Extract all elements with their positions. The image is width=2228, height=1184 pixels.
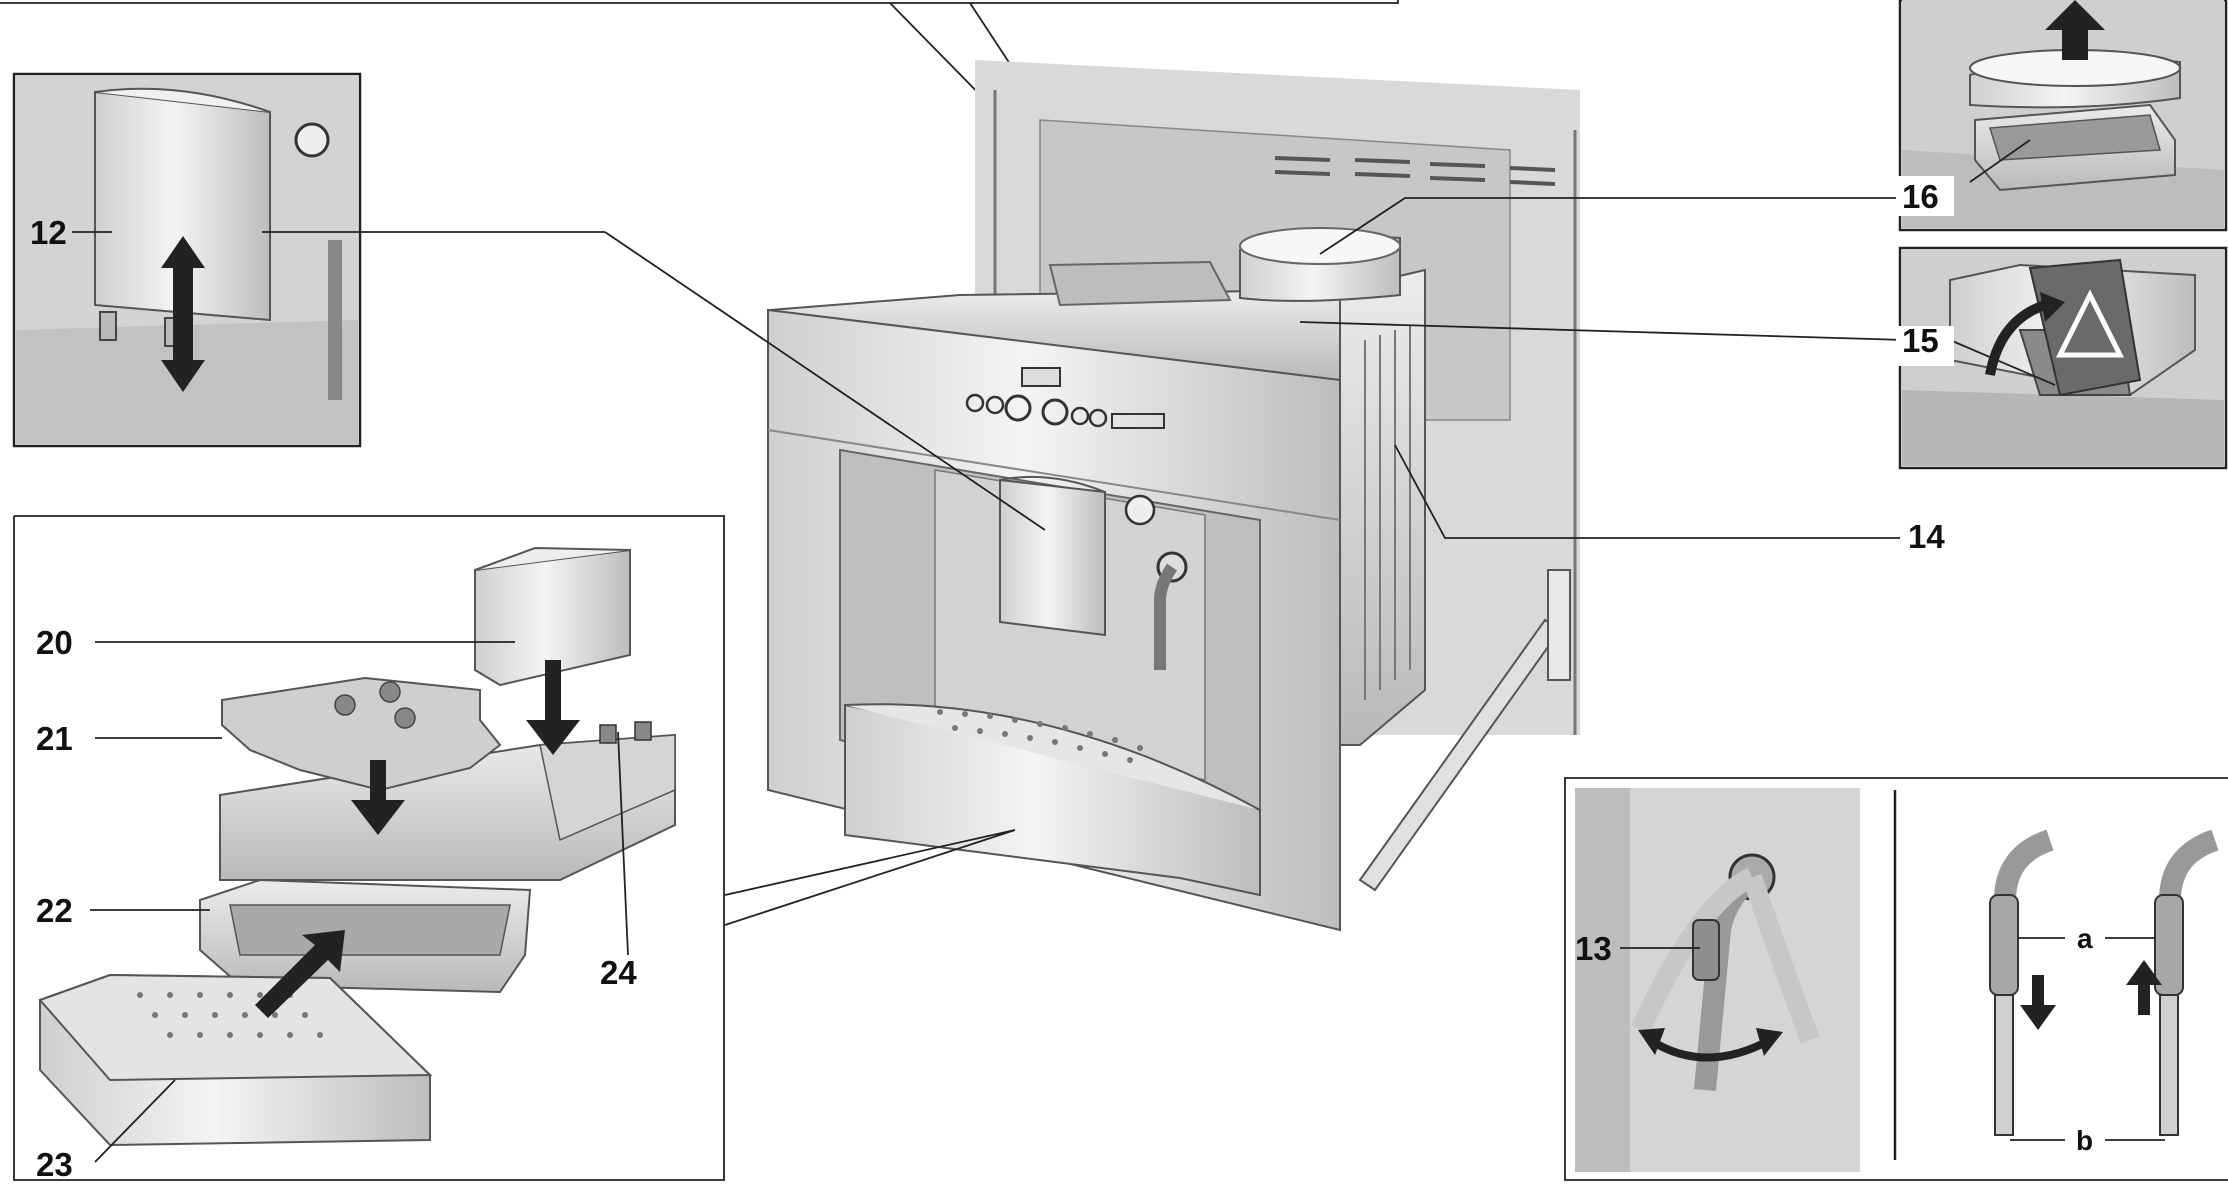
callout-22: 22 <box>36 892 73 929</box>
callout-a: a <box>2077 923 2093 954</box>
callout-b: b <box>2076 1125 2093 1156</box>
main-machine <box>767 60 1580 932</box>
callout-16: 16 <box>1902 178 1939 215</box>
callout-20: 20 <box>36 624 73 661</box>
control-panel <box>965 367 1165 429</box>
callout-14: 14 <box>1908 518 1945 555</box>
swivel-arrow-icon <box>1638 1028 1783 1062</box>
panel-aroma-lid: 15 <box>1896 246 2228 470</box>
warning-triangle-icon <box>2055 289 2125 358</box>
lift-arrow-icon <box>1985 292 2065 376</box>
grid-holes <box>137 992 323 1038</box>
panel-drip-tray: 20 21 22 23 24 <box>13 515 725 1183</box>
insert-arrow-icon <box>255 930 345 1018</box>
down-arrow-icon <box>351 660 580 835</box>
callout-15: 15 <box>1902 322 1939 359</box>
callout-24: 24 <box>600 954 637 991</box>
panel-milk-nozzle: 13 a b <box>1564 777 2228 1181</box>
callout-13: 13 <box>1575 930 1612 967</box>
up-arrow-icon <box>2045 0 2105 60</box>
panel-water-tank: 12 <box>12 72 605 448</box>
callout-12: 12 <box>30 214 67 251</box>
up-arrow-icon <box>2126 960 2162 1015</box>
down-arrow-icon <box>2020 975 2056 1030</box>
callout-21: 21 <box>36 720 73 757</box>
up-down-arrow-icon <box>161 236 205 392</box>
panel-bean-container: 16 <box>1896 0 2228 232</box>
vent-slots <box>1274 156 1556 186</box>
drip-tray-holes <box>937 709 1143 763</box>
callout-23: 23 <box>36 1146 73 1183</box>
